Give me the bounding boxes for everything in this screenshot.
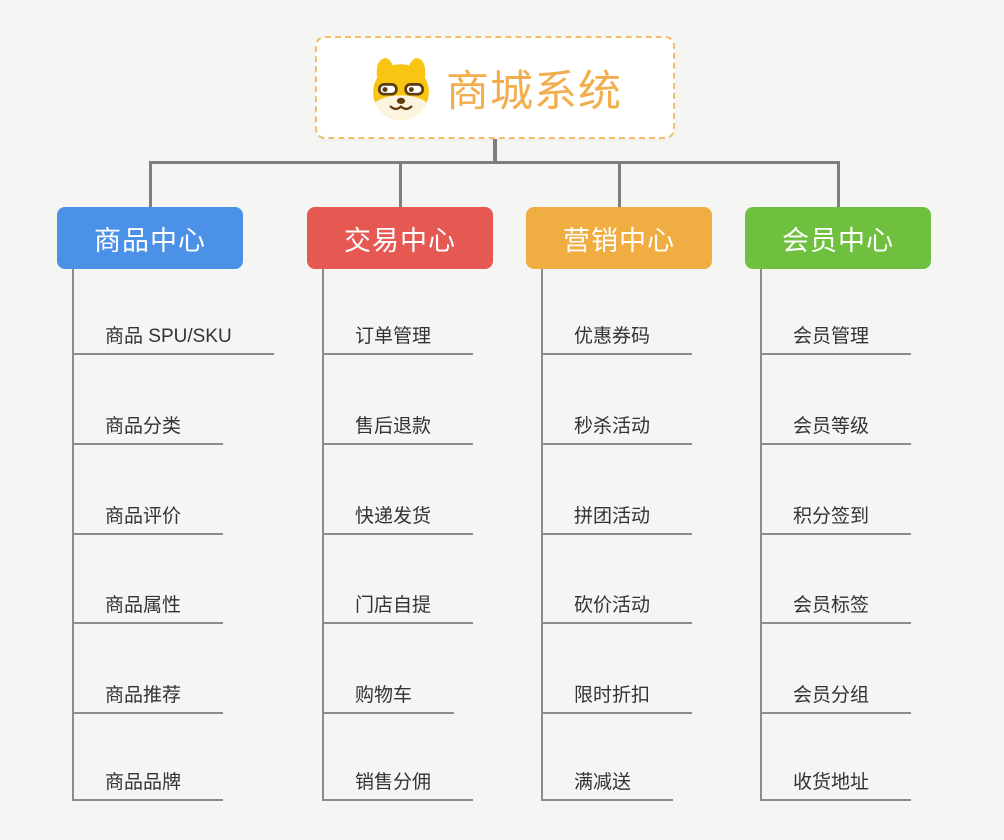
leaf-node[interactable]: 会员分组 (760, 684, 912, 714)
root-stem-line (493, 139, 497, 163)
branch-spine-line (760, 269, 762, 801)
leaf-node[interactable]: 会员标签 (760, 594, 912, 624)
branch-spine-line (541, 269, 543, 801)
leaf-node[interactable]: 收货地址 (760, 771, 912, 801)
leaf-node[interactable]: 售后退款 (322, 415, 474, 445)
branch-drop-line (148, 161, 152, 207)
leaf-node[interactable]: 商品分类 (72, 415, 224, 445)
leaf-node[interactable]: 满减送 (541, 771, 674, 801)
branch-spine-line (322, 269, 324, 801)
leaf-node[interactable]: 会员等级 (760, 415, 912, 445)
leaf-node[interactable]: 优惠券码 (541, 325, 693, 355)
leaf-node[interactable]: 秒杀活动 (541, 415, 693, 445)
leaf-node[interactable]: 商品 SPU/SKU (72, 325, 274, 355)
shiba-dog-icon (373, 57, 429, 120)
leaf-node[interactable]: 拼团活动 (541, 505, 693, 535)
leaf-node[interactable]: 积分签到 (760, 505, 912, 535)
branch-drop-line (617, 161, 621, 207)
branch-node[interactable]: 营销中心 (526, 207, 712, 269)
leaf-node[interactable]: 快递发货 (322, 505, 474, 535)
leaf-node[interactable]: 商品品牌 (72, 771, 224, 801)
leaf-node[interactable]: 砍价活动 (541, 594, 693, 624)
branch-node[interactable]: 交易中心 (307, 207, 493, 269)
branch-bus-line (149, 161, 840, 164)
root-node[interactable]: 商城系统 (315, 36, 675, 139)
branch-drop-line (398, 161, 402, 207)
root-title: 商城系统 (446, 67, 622, 116)
leaf-node[interactable]: 销售分佣 (322, 771, 474, 801)
leaf-node[interactable]: 商品评价 (72, 505, 224, 535)
branch-drop-line (836, 161, 840, 207)
leaf-node[interactable]: 会员管理 (760, 325, 912, 355)
leaf-node[interactable]: 门店自提 (322, 594, 474, 624)
leaf-node[interactable]: 购物车 (322, 684, 455, 714)
branch-spine-line (72, 269, 74, 801)
leaf-node[interactable]: 订单管理 (322, 325, 474, 355)
leaf-node[interactable]: 限时折扣 (541, 684, 693, 714)
leaf-node[interactable]: 商品属性 (72, 594, 224, 624)
branch-node[interactable]: 会员中心 (745, 207, 931, 269)
branch-node[interactable]: 商品中心 (57, 207, 243, 269)
leaf-node[interactable]: 商品推荐 (72, 684, 224, 714)
